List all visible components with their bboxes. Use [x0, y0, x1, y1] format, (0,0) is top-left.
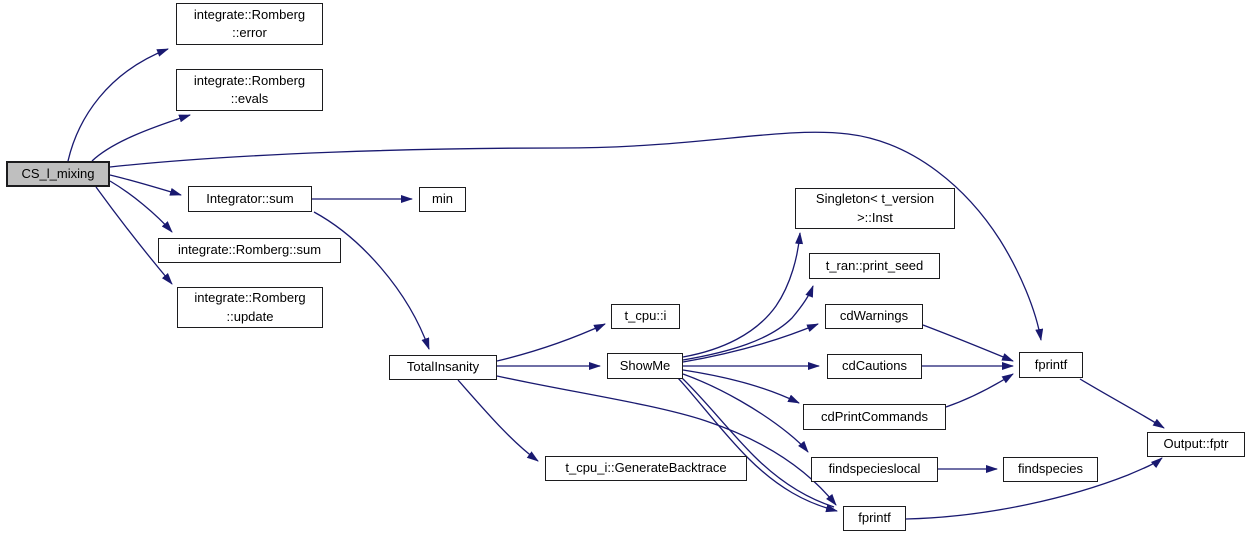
edge-totalinsanity-to-tcpu [496, 323, 606, 362]
edge-showme-to-fprintf-bottom-b [681, 377, 835, 508]
edge-showme-to-fprintf-bottom-a [677, 377, 838, 513]
edge-cs-to-romberg-error [67, 48, 169, 162]
node-findspecies[interactable]: findspecies [1003, 457, 1098, 482]
edge-cs-to-fprintf [109, 131, 1044, 341]
edge-cs-to-romberg-evals [91, 114, 191, 162]
edge-integrator-sum-to-totalinsanity [313, 211, 430, 350]
node-t-ran-print-seed[interactable]: t_ran::print_seed [809, 253, 940, 279]
node-totalinsanity[interactable]: TotalInsanity [389, 355, 497, 380]
edge-cdwarnings-to-fprintf [922, 324, 1014, 362]
node-cs-l-mixing: CS_l_mixing [6, 161, 110, 187]
node-fprintf-bottom[interactable]: fprintf [843, 506, 906, 531]
node-min[interactable]: min [419, 187, 466, 212]
edge-totalinsanity-to-generatebacktrace [457, 379, 539, 462]
edge-showme-to-printseed [682, 285, 814, 361]
node-integrate-romberg-update[interactable]: integrate::Romberg ::update [177, 287, 323, 328]
edge-cs-to-romberg-sum [109, 180, 173, 233]
node-integrator-sum[interactable]: Integrator::sum [188, 186, 312, 212]
edge-totalinsanity-to-fprintf-bottom [496, 375, 837, 506]
edge-showme-to-cdwarnings [682, 323, 819, 363]
edge-cs-to-romberg-update [95, 186, 173, 285]
node-integrate-romberg-sum[interactable]: integrate::Romberg::sum [158, 238, 341, 263]
node-cdwarnings[interactable]: cdWarnings [825, 304, 923, 329]
edge-cdprintcommands-to-fprintf [945, 373, 1014, 408]
edge-showme-to-findspecieslocal [682, 373, 809, 453]
node-findspecieslocal[interactable]: findspecieslocal [811, 457, 938, 482]
node-cdprintcommands[interactable]: cdPrintCommands [803, 404, 946, 430]
node-integrate-romberg-evals[interactable]: integrate::Romberg ::evals [176, 69, 323, 111]
edge-showme-to-cdprintcommands [682, 369, 800, 404]
node-singleton-t-version-inst[interactable]: Singleton< t_version >::Inst [795, 188, 955, 229]
edge-fprintf-bottom-to-outputfptr [905, 457, 1163, 520]
edge-showme-to-singleton [682, 232, 804, 358]
node-integrate-romberg-error[interactable]: integrate::Romberg ::error [176, 3, 323, 45]
node-fprintf[interactable]: fprintf [1019, 352, 1083, 378]
node-t-cpu-i[interactable]: t_cpu::i [611, 304, 680, 329]
node-t-cpu-i-generatebacktrace[interactable]: t_cpu_i::GenerateBacktrace [545, 456, 747, 481]
node-showme[interactable]: ShowMe [607, 353, 683, 379]
node-cdcautions[interactable]: cdCautions [827, 354, 922, 379]
edge-fprintf-to-outputfptr [1079, 378, 1165, 429]
node-output-fptr[interactable]: Output::fptr [1147, 432, 1245, 457]
edge-cs-to-integrator-sum [109, 174, 182, 196]
